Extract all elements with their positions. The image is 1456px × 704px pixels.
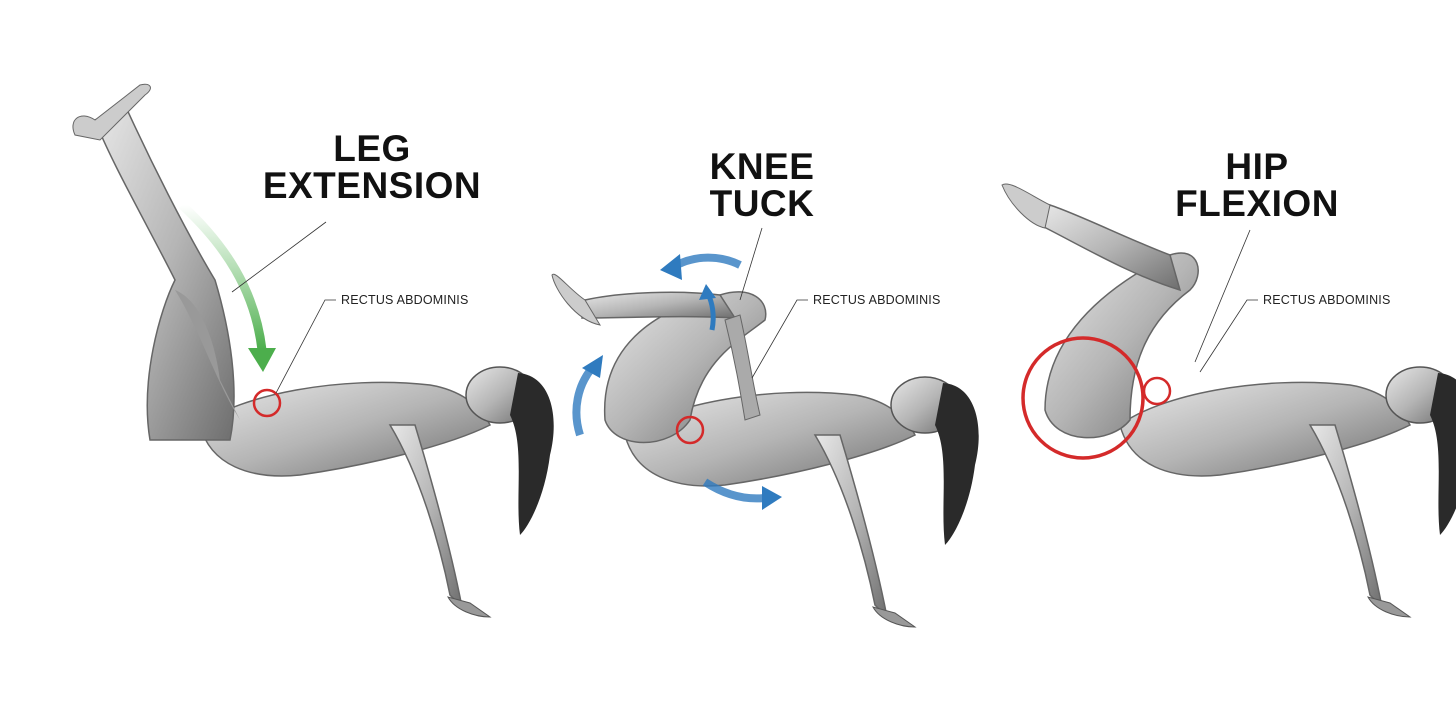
blue-arrow-left [572,365,596,437]
title-leader-line [231,221,327,293]
title-leader-line [1194,229,1251,363]
title-line: HIP [1225,146,1289,187]
title-leg-extension: LEG EXTENSION [242,130,502,204]
leader-line [275,299,336,394]
title-line: FLEXION [1175,183,1339,224]
title-line: LEG [333,128,411,169]
title-knee-tuck: KNEE TUCK [632,148,892,222]
highlight-circle-large [1021,336,1145,460]
title-hip-flexion: HIP FLEXION [1127,148,1387,222]
title-line: TUCK [709,183,815,224]
figure-knee-tuck [551,273,980,628]
title-line: EXTENSION [262,165,482,206]
leader-line [751,299,808,379]
green-arrowhead [248,348,276,372]
title-leader-line [739,227,763,301]
highlight-circle [252,388,282,418]
muscle-label: RECTUS ABDOMINIS [1263,293,1391,307]
blue-arrow-bottom [702,478,766,503]
figure-hip-flexion [1001,183,1456,618]
leader-line [1199,299,1258,373]
title-line: KNEE [709,146,815,187]
muscle-label: RECTUS ABDOMINIS [813,293,941,307]
green-motion-arrow [178,201,267,351]
highlight-circle [675,415,705,445]
highlight-circle [1142,376,1172,406]
blue-arrow-top [673,253,742,270]
figure-leg-extension [72,83,555,618]
muscle-label: RECTUS ABDOMINIS [341,293,469,307]
